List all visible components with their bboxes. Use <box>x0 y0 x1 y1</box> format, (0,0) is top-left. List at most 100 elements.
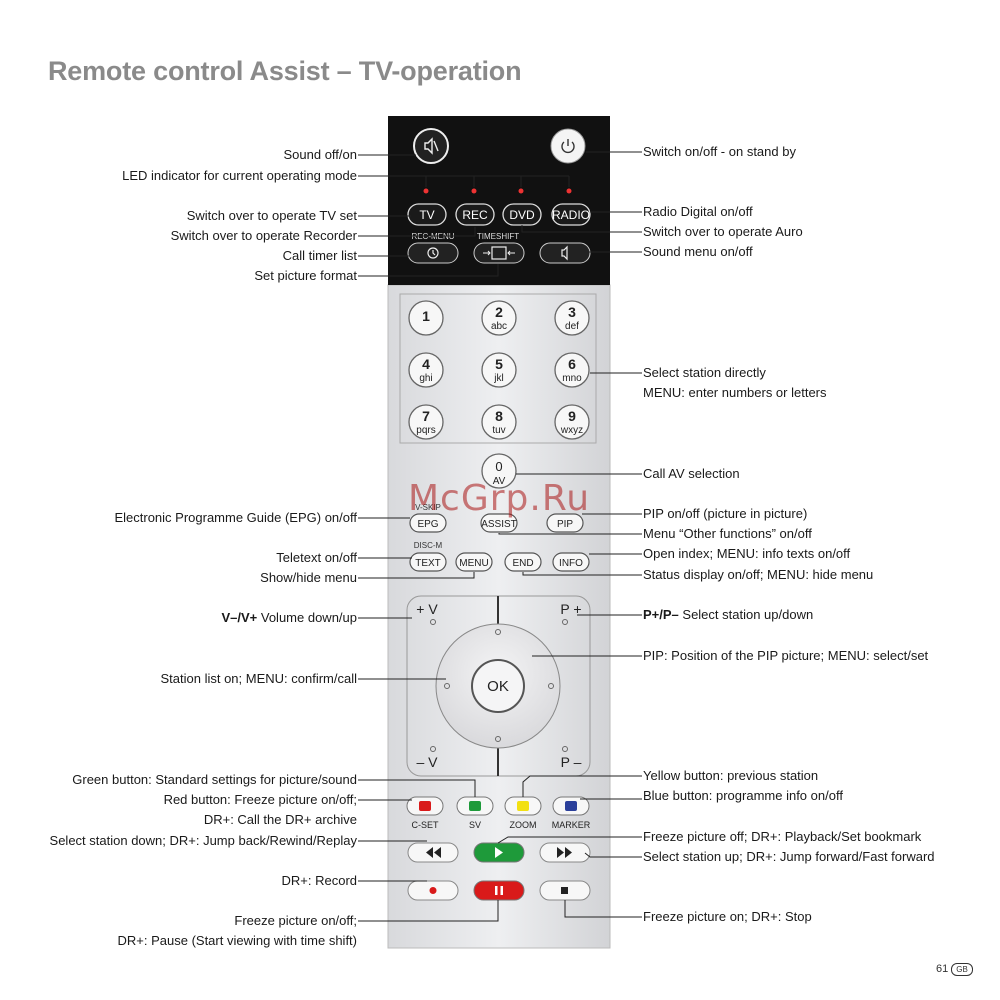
prog-down-key[interactable]: P – <box>561 754 582 770</box>
page-number: 61 <box>936 963 949 975</box>
key-digit: 3 <box>568 304 576 320</box>
epg-button[interactable]: EPG <box>409 513 447 533</box>
yellow-button[interactable] <box>504 796 542 816</box>
right-annotation: Blue button: programme info on/off <box>643 788 843 803</box>
mode-button-dvd[interactable]: DVD <box>502 203 542 226</box>
green-button[interactable] <box>456 796 494 816</box>
key-1[interactable]: 1 <box>408 300 444 336</box>
sound-off-button[interactable] <box>413 128 449 164</box>
play-button[interactable] <box>473 842 525 863</box>
vskip-label: V-SKIP <box>415 503 441 512</box>
timer-list-button[interactable] <box>407 242 459 264</box>
svg-text:0: 0 <box>495 459 502 474</box>
annotation-keys: P+/P– <box>643 607 679 622</box>
numpad-panel <box>399 293 597 444</box>
forward-button[interactable] <box>539 842 591 863</box>
record-button[interactable] <box>407 880 459 901</box>
stop-button[interactable] <box>539 880 591 901</box>
prog-up-key[interactable]: P + <box>560 601 581 617</box>
page-title: Remote control Assist – TV-operation <box>48 56 522 86</box>
left-annotation: Red button: Freeze picture on/off; <box>163 792 357 807</box>
button-label: END <box>512 558 533 569</box>
right-annotation: Switch on/off - on stand by <box>643 144 796 159</box>
menu-button[interactable]: MENU <box>455 552 493 572</box>
key-letters: abc <box>491 321 507 332</box>
right-annotation: P+/P– Select station up/down <box>643 607 814 622</box>
disc-m-label: DISC-M <box>414 541 443 550</box>
right-annotation: Freeze picture off; DR+: Playback/Set bo… <box>643 829 922 844</box>
blue-button[interactable] <box>552 796 590 816</box>
fast-forward-icon <box>557 847 572 858</box>
annotation-keys: V–/V+ <box>221 610 258 625</box>
left-annotation: Switch over to operate Recorder <box>170 228 357 243</box>
mode-button-label: TV <box>419 208 434 222</box>
left-annotation: Switch over to operate TV set <box>186 208 357 223</box>
right-annotation: Select station up; DR+: Jump forward/Fas… <box>643 849 935 864</box>
left-annotation: DR+: Record <box>281 873 358 888</box>
assist-button[interactable]: ASSIST <box>480 513 518 533</box>
key-letters: def <box>565 321 579 332</box>
key-digit: 8 <box>495 408 503 424</box>
left-annotation: DR+: Pause (Start viewing with time shif… <box>117 933 358 948</box>
rewind-icon <box>426 847 441 858</box>
pause-icon <box>495 886 498 895</box>
timeshift-label: TIMESHIFT <box>477 232 519 241</box>
mode-button-label: DVD <box>509 208 535 222</box>
vol-up-key[interactable]: + V <box>416 601 438 617</box>
red-button[interactable] <box>406 796 444 816</box>
left-annotation: Teletext on/off <box>276 550 357 565</box>
mode-button-radio[interactable]: RADIO <box>551 203 591 226</box>
right-annotation: Menu “Other functions” on/off <box>643 526 812 541</box>
pip-button[interactable]: PIP <box>546 513 584 533</box>
right-annotation: Sound menu on/off <box>643 244 753 259</box>
button-label: INFO <box>559 558 583 569</box>
rewind-button[interactable] <box>407 842 459 863</box>
right-annotation: Switch over to operate Auro <box>643 224 803 239</box>
picture-format-button[interactable] <box>473 242 525 264</box>
key-letters: pqrs <box>416 425 435 436</box>
key-digit: 5 <box>495 356 503 372</box>
left-annotation: Show/hide menu <box>260 570 357 585</box>
mode-button-rec[interactable]: REC <box>455 203 495 226</box>
clock-icon <box>427 247 439 259</box>
key-digit: 1 <box>422 308 430 324</box>
key-letters: wxyz <box>560 425 583 436</box>
led-indicators <box>423 188 572 194</box>
watermark: McGrp.Ru <box>408 478 591 519</box>
ok-label: OK <box>487 678 509 695</box>
stop-icon <box>561 887 568 894</box>
left-annotation: Sound off/on <box>283 147 358 162</box>
right-annotation: Open index; MENU: info texts on/off <box>643 546 851 561</box>
mode-button-tv[interactable]: TV <box>407 203 447 226</box>
blue-button-label: MARKER <box>552 820 591 830</box>
left-annotation: Set picture format <box>254 268 357 283</box>
mute-icon <box>424 137 439 155</box>
right-annotation: Radio Digital on/off <box>643 204 753 219</box>
red-button-label: C-SET <box>412 820 440 830</box>
ok-button[interactable] <box>471 659 525 713</box>
info-button[interactable]: INFO <box>552 552 590 572</box>
text-button[interactable]: TEXT <box>409 552 447 572</box>
mode-button-label: REC <box>462 208 488 222</box>
left-annotation: Station list on; MENU: confirm/call <box>160 671 357 686</box>
key-digit: 2 <box>495 304 503 320</box>
right-annotation: PIP on/off (picture in picture) <box>643 506 808 521</box>
power-button[interactable] <box>550 128 586 164</box>
left-annotation: Select station down; DR+: Jump back/Rewi… <box>49 833 357 848</box>
right-annotation: Yellow button: previous station <box>643 768 819 783</box>
right-annotation: Freeze picture on; DR+: Stop <box>643 909 812 924</box>
end-button[interactable]: END <box>504 552 542 572</box>
right-annotation: Status display on/off; MENU: hide menu <box>643 567 874 582</box>
sound-menu-button[interactable] <box>539 242 591 264</box>
pause-button[interactable] <box>473 880 525 901</box>
vol-down-key[interactable]: – V <box>416 754 438 770</box>
key-0-av[interactable]: 0 AV <box>481 453 517 489</box>
